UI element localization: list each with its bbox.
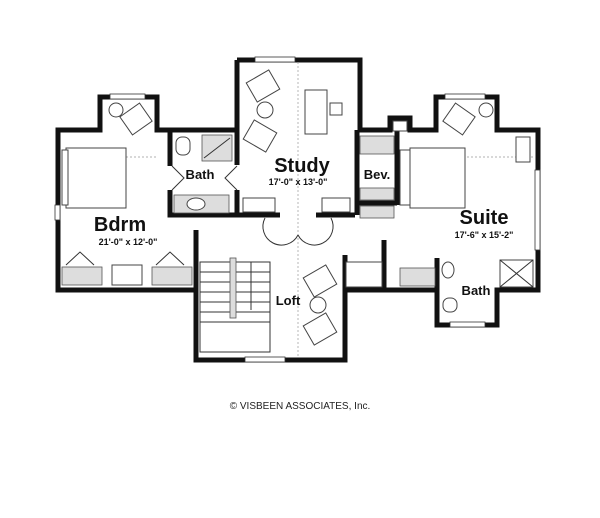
- bed-bdrm: [65, 147, 127, 209]
- room-size-suite: 17'-6" x 15'-2": [454, 230, 514, 240]
- room-size-bdrm: 21'-0" x 12'-0": [98, 237, 158, 247]
- desk: [304, 89, 328, 135]
- room-name-bdrm: Bdrm: [93, 214, 147, 236]
- room-name-bath-right: Bath: [461, 283, 491, 298]
- bath-left-lower-wall: [167, 190, 280, 218]
- room-name-bath-left: Bath: [185, 167, 215, 182]
- copyright-text: © VISBEEN ASSOCIATES, Inc.: [229, 401, 371, 412]
- room-name-suite: Suite: [459, 207, 509, 229]
- bed-suite: [409, 147, 466, 209]
- armchair: [119, 102, 153, 136]
- room-name-bev: Bev.: [363, 167, 391, 182]
- loft-walls: [193, 245, 397, 363]
- room-name-loft: Loft: [275, 293, 301, 308]
- bdrm-walls: [55, 94, 199, 293]
- room-size-study: 17'-0" x 13'-0": [268, 177, 328, 187]
- staircase: [199, 257, 271, 353]
- room-name-study: Study: [274, 155, 330, 177]
